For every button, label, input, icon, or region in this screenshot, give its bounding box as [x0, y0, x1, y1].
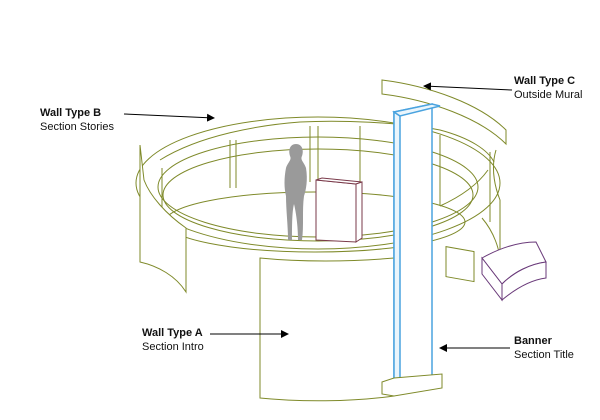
leader-wall-b: [123, 113, 215, 122]
label-wall-type-b-title: Wall Type B: [40, 107, 102, 119]
human-figure: [284, 144, 307, 240]
label-wall-type-c-subtitle: Outside Mural: [514, 89, 583, 101]
label-banner: Banner Section Title: [514, 334, 574, 362]
label-wall-type-a-title: Wall Type A: [142, 327, 203, 339]
label-banner-title: Banner: [514, 335, 552, 347]
bench: [481, 241, 547, 302]
label-wall-type-c-title: Wall Type C: [514, 75, 576, 87]
label-wall-type-b: Wall Type B Section Stories: [40, 106, 114, 134]
label-banner-subtitle: Section Title: [514, 349, 574, 361]
wall-type-a: [259, 257, 395, 402]
wall-frame: [445, 246, 475, 283]
display-panel: [315, 177, 363, 243]
label-wall-type-b-subtitle: Section Stories: [40, 121, 114, 133]
banner-base: [381, 373, 443, 397]
leader-lines: [123, 82, 513, 352]
leader-wall-c: [423, 82, 513, 91]
label-wall-type-c: Wall Type C Outside Mural: [514, 74, 582, 102]
label-wall-type-a-subtitle: Section Intro: [142, 341, 204, 353]
label-wall-type-a: Wall Type A Section Intro: [142, 326, 204, 354]
